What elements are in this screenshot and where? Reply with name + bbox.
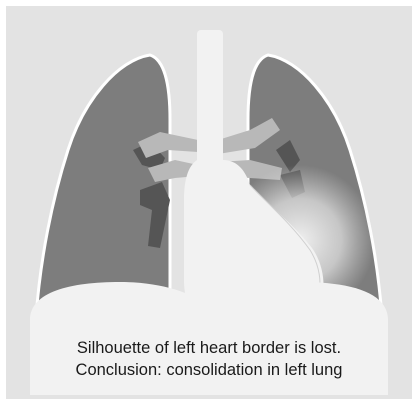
trachea [197, 30, 223, 180]
caption: Silhouette of left heart border is lost.… [30, 337, 388, 381]
caption-line-2: Conclusion: consolidation in left lung [30, 359, 388, 381]
caption-line-1: Silhouette of left heart border is lost. [30, 337, 388, 359]
